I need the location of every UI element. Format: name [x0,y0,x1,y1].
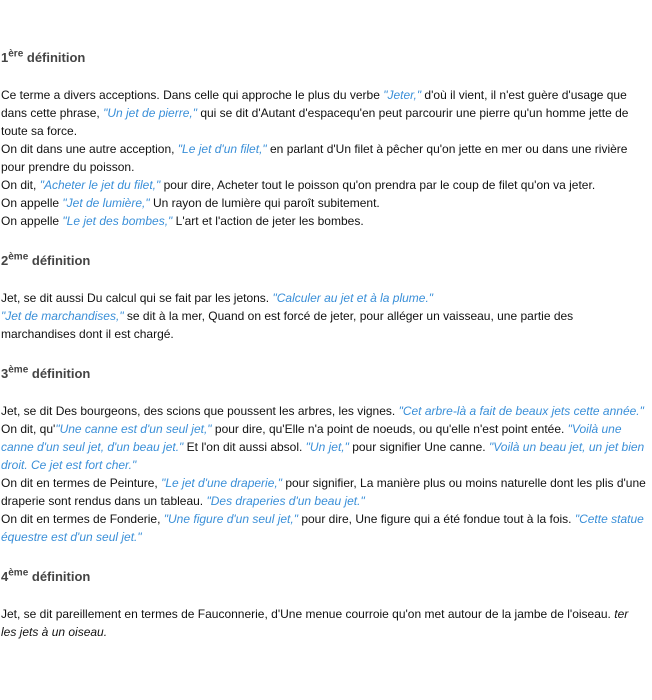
ordinal-suffix: ème [8,364,29,376]
example-quote: "Jeter," [383,88,422,102]
example-quote: "Voilà une canne d'un seul jet, d'un bea… [1,422,622,454]
body-text: On dit, [1,178,40,192]
example-quote: "Jet de lumière," [62,196,150,210]
body-text: L'art et l'action de jeter les bombes. [172,214,364,228]
definition-body: Jet, se dit aussi Du calcul qui se fait … [1,289,646,343]
example-quote: "Calculer au jet et à la plume." [272,291,434,305]
definition-line: Jet, se dit Des bourgeons, des scions qu… [1,402,646,420]
example-quote: "Le jet d'un filet," [177,142,267,156]
definition-body: Ce terme a divers acceptions. Dans celle… [1,86,646,230]
example-quote: "Un jet," [305,440,349,454]
example-quote: "Des draperies d'un beau jet." [206,494,365,508]
body-text: Jet, se dit aussi Du calcul qui se fait … [1,291,273,305]
body-text: Un rayon de lumière qui paroît subitemen… [149,196,380,210]
example-quote: "Le jet d'une draperie," [161,476,282,490]
definition-line: On dit dans une autre acception, "Le jet… [1,140,646,176]
definition-number: 2 [1,253,9,268]
body-text: On appelle [1,196,63,210]
italic-text: ter les jets à un oiseau. [1,607,629,639]
definition-number: 1 [1,50,9,65]
definition-line: On dit, qu'"Une canne est d'un seul jet,… [1,420,646,474]
body-text: On dit en termes de Peinture, [1,476,162,490]
definition-label: définition [31,253,91,268]
body-text: Ce terme a divers acceptions. Dans celle… [1,88,384,102]
body-text: pour dire, Une figure qui a été fondue t… [297,512,575,526]
example-quote: "Une canne est d'un seul jet," [55,422,212,436]
example-quote: "Un jet de pierre," [103,106,197,120]
body-text: se dit à la mer, Quand on est forcé de j… [1,309,574,341]
definition-heading: 1ère définition [1,48,646,68]
definition-label: définition [31,366,91,381]
definitions-list: 1ère définition Ce terme a divers accepti… [1,48,646,641]
body-text: On dit en termes de Fonderie, [1,512,164,526]
example-quote: "Jet de marchandises," [1,309,124,323]
definition-heading: 4ème définition [1,567,646,587]
body-text: On appelle [1,214,63,228]
definition-line: On dit en termes de Fonderie, "Une figur… [1,510,646,546]
body-text: On dit dans une autre acception, [1,142,178,156]
definition-line: On appelle "Jet de lumière," Un rayon de… [1,194,646,212]
definition-line: On appelle "Le jet des bombes," L'art et… [1,212,646,230]
body-text: Jet, se dit pareillement en termes de Fa… [1,607,615,621]
body-text: d'où il vient, il n'est guère d'usage qu… [1,88,627,120]
ordinal-suffix: ème [8,567,29,579]
example-quote: "Acheter le jet du filet," [39,178,161,192]
body-text: On dit, qu' [1,422,56,436]
body-text: pour signifier, La manière plus ou moins… [1,476,646,508]
definition-section: 1ère définition Ce terme a divers accepti… [1,48,646,230]
definition-line: "Jet de marchandises," se dit à la mer, … [1,307,646,343]
ordinal-suffix: ème [8,251,29,263]
body-text: pour signifier Une canne. [348,440,489,454]
definition-body: Jet, se dit pareillement en termes de Fa… [1,605,646,641]
body-text: Jet, se dit Des bourgeons, des scions qu… [1,404,399,418]
definition-line: On dit, "Acheter le jet du filet," pour … [1,176,646,194]
definition-line: Jet, se dit aussi Du calcul qui se fait … [1,289,646,307]
body-text: en parlant d'Un filet à pêcher qu'on jet… [1,142,628,174]
example-quote: "Voilà un beau jet, un jet bien droit. C… [1,440,645,472]
ordinal-suffix: ère [8,48,24,60]
body-text: Et l'on dit aussi absol. [183,440,306,454]
body-text: pour dire, Acheter tout le poisson qu'on… [160,178,596,192]
example-quote: "Le jet des bombes," [62,214,173,228]
body-text: pour dire, qu'Elle n'a point de noeuds, … [211,422,568,436]
example-quote: "Cette statue équestre est d'un seul jet… [1,512,644,544]
definition-number: 3 [1,366,9,381]
example-quote: "Cet arbre-là a fait de beaux jets cette… [398,404,644,418]
body-text: qui se dit d'Autant d'espacequ'en peut p… [1,106,629,138]
definition-heading: 3ème définition [1,364,646,384]
definition-label: définition [26,50,86,65]
definition-number: 4 [1,569,9,584]
definition-line: Ce terme a divers acceptions. Dans celle… [1,86,646,140]
definition-heading: 2ème définition [1,251,646,271]
example-quote: "Une figure d'un seul jet," [163,512,298,526]
definition-body: Jet, se dit Des bourgeons, des scions qu… [1,402,646,546]
definition-line: On dit en termes de Peinture, "Le jet d'… [1,474,646,510]
definition-label: définition [31,569,91,584]
definition-line: Jet, se dit pareillement en termes de Fa… [1,605,646,641]
